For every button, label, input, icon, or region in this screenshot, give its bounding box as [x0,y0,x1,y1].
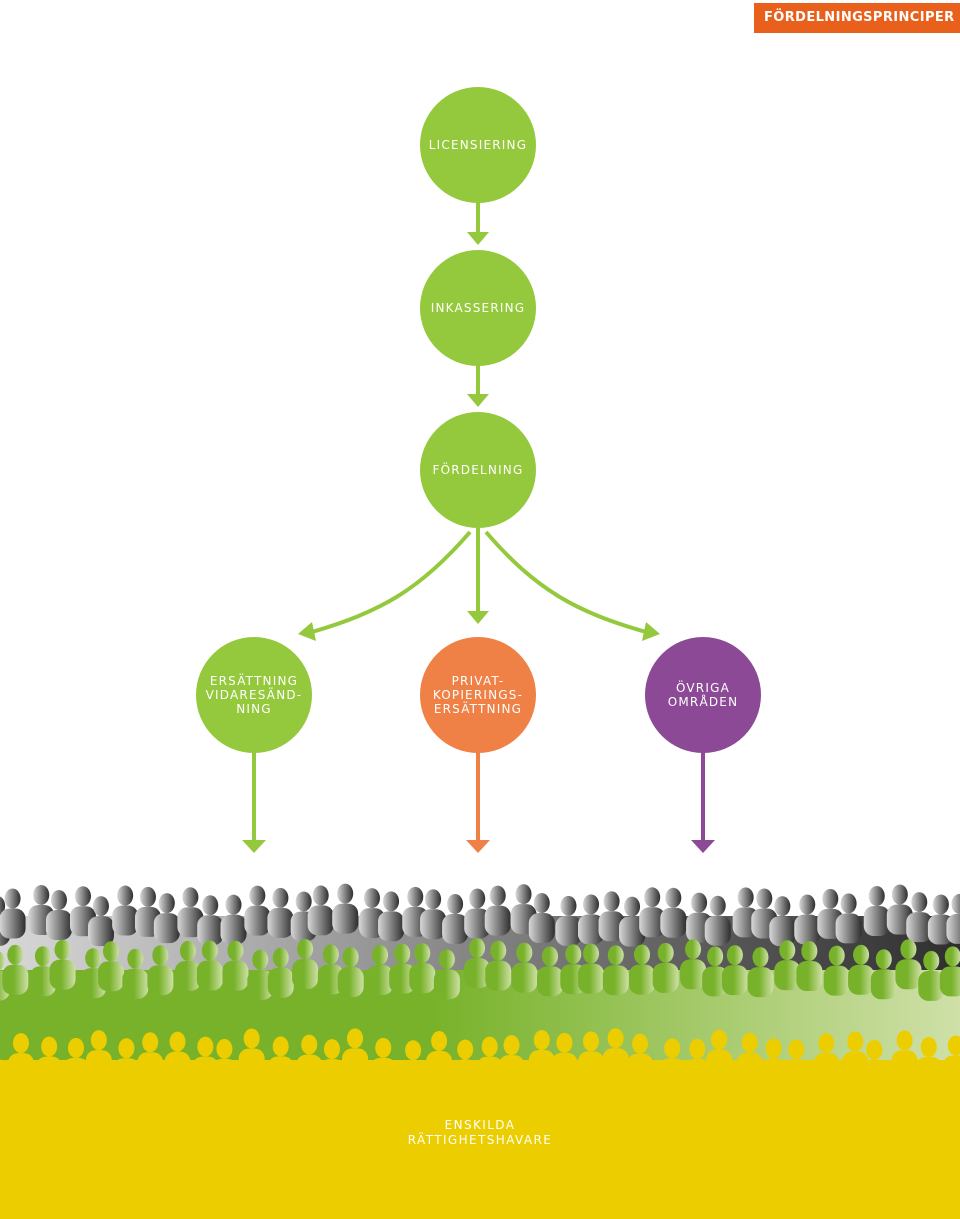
arrow-fordelning-to-privat [467,528,489,624]
node-vidaresandning: ERSÄTTNING VIDARESÄND- NING [196,637,312,753]
node-label-licensiering: LICENSIERING [428,138,528,152]
node-label-inkassering: INKASSERING [430,301,526,315]
arrow-vidaresandning-down [242,752,266,853]
node-ovriga: ÖVRIGA OMRÅDEN [645,637,761,753]
arrow-fordelning-to-vidaresandning [298,530,472,641]
arrow-licensiering-to-inkassering [467,202,489,245]
arrow-inkassering-to-fordelning [467,365,489,407]
crowd-illustration [0,883,960,1219]
node-label-vidaresandning: ERSÄTTNING VIDARESÄND- NING [205,674,303,716]
arrow-fordelning-to-ovriga [484,530,660,641]
node-inkassering: INKASSERING [420,250,536,366]
crowd-row-yellow [0,1028,960,1219]
node-licensiering: LICENSIERING [420,87,536,203]
node-privatkopiering: PRIVAT- KOPIERINGS- ERSÄTTNING [420,637,536,753]
arrow-ovriga-down [691,752,715,853]
flow-connectors [242,202,715,853]
arrow-privat-down [466,752,490,853]
node-fordelning: FÖRDELNING [420,412,536,528]
node-label-fordelning: FÖRDELNING [432,463,524,477]
node-label-ovriga: ÖVRIGA OMRÅDEN [667,681,739,709]
node-label-privatkopiering: PRIVAT- KOPIERINGS- ERSÄTTNING [432,674,524,716]
crowd-label: ENSKILDA RÄTTIGHETSHAVARE [407,1118,553,1147]
section-tab-label: FÖRDELNINGSPRINCIPER [764,10,955,25]
section-tab: FÖRDELNINGSPRINCIPER [754,3,960,33]
